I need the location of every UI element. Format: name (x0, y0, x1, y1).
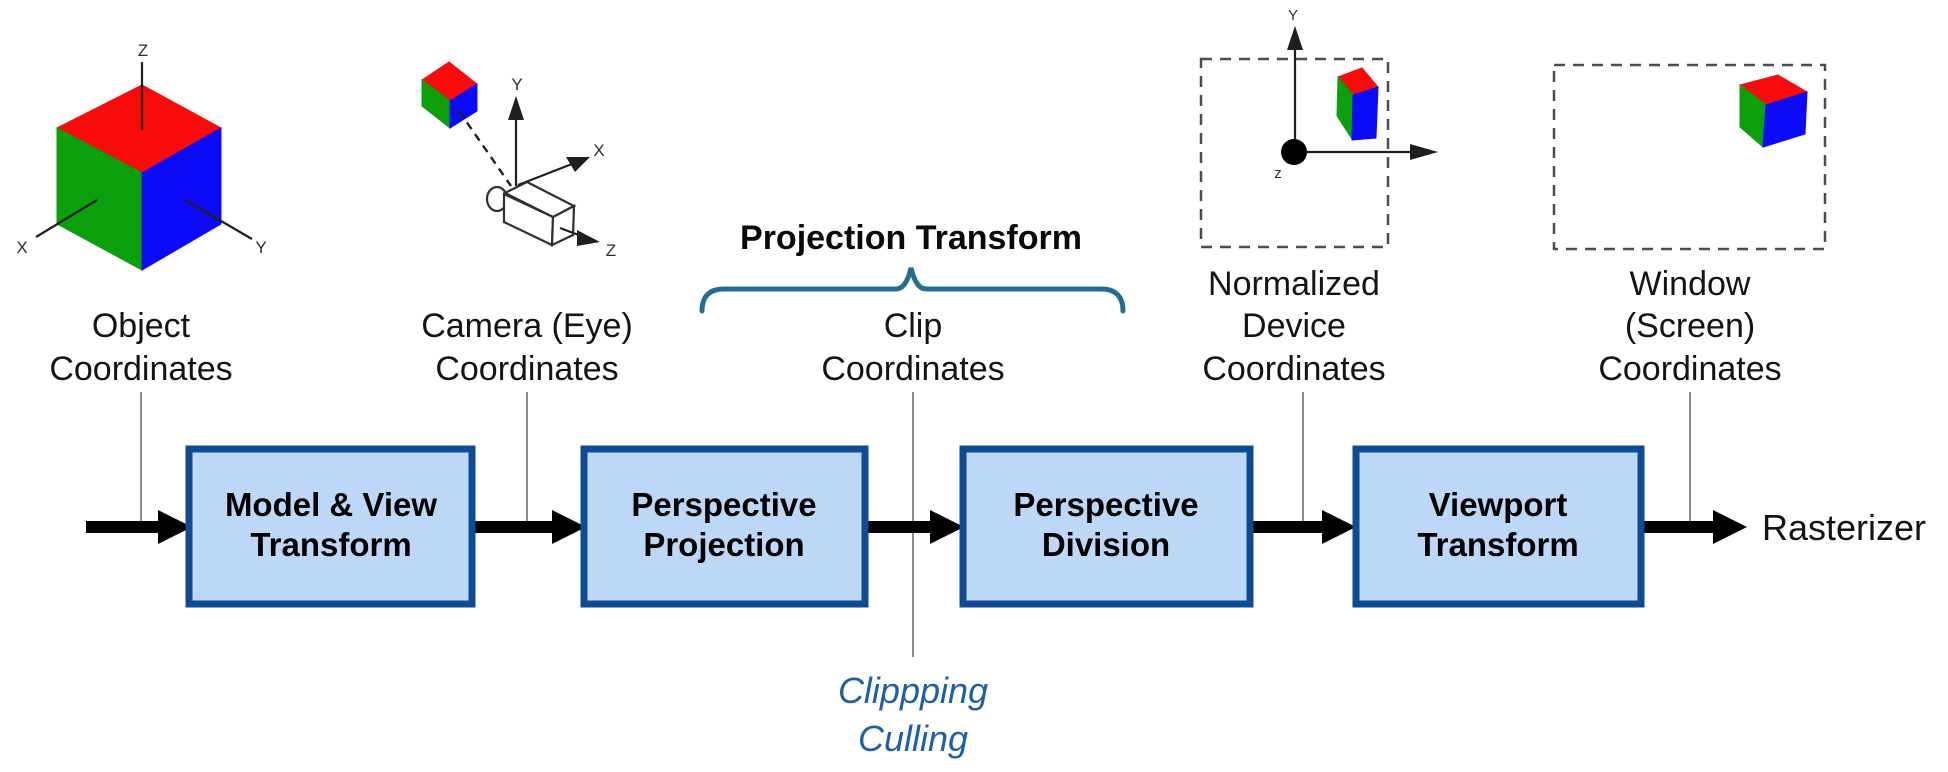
clipping-annotation-line1: Clippping (838, 670, 988, 711)
camera-figure: Y X Z (421, 61, 616, 260)
ndc-y-arrowhead (1287, 26, 1303, 50)
coordinate-labels: Object Coordinates Camera (Eye) Coordina… (49, 265, 1781, 388)
perspective-projection-label-line2: Projection (643, 526, 804, 563)
ndc-figure: Y z (1199, 7, 1438, 249)
model-view-transform-box (185, 445, 476, 608)
model-view-transform-label-line1: Model & View (225, 486, 437, 523)
perspective-division-label-line2: Division (1042, 526, 1170, 563)
perspective-division-label-line1: Perspective (1013, 486, 1198, 523)
window-cube-front-face (1762, 91, 1808, 148)
window-coords-label-line2: (Screen) (1625, 307, 1755, 345)
connector-lines (140, 392, 1691, 657)
object-cube-right-face (141, 127, 222, 271)
ndc-cube-front-face (1351, 86, 1379, 141)
ndc-x-arrowhead (1410, 144, 1438, 160)
ndc-coords-label-line3: Coordinates (1202, 350, 1385, 388)
object-cube-figure: Z X Y (16, 41, 267, 271)
window-dashed-box (1552, 63, 1827, 251)
arrow-in-head (158, 510, 192, 544)
camera-cube-right-face (449, 83, 478, 129)
object-z-axis-label: Z (138, 41, 148, 60)
arrow-2-head (930, 510, 964, 544)
ndc-coords-label-line1: Normalized (1208, 265, 1380, 303)
camera-x-arrowhead (566, 157, 590, 172)
projection-transform-group: Projection Transform (699, 219, 1126, 314)
perspective-projection-label-line1: Perspective (631, 486, 816, 523)
ndc-dashed-box (1199, 57, 1390, 249)
camera-coords-label-line1: Camera (Eye) (421, 307, 633, 345)
projection-transform-title: Projection Transform (740, 219, 1082, 257)
camera-z-axis-label: Z (606, 241, 616, 260)
arrow-out-head (1713, 510, 1747, 544)
arrow-3-head (1322, 510, 1356, 544)
pipeline-boxes: Model & View Transform Perspective Proje… (185, 445, 1926, 608)
camera-z-arrowhead (577, 230, 600, 246)
object-x-axis-label: X (16, 238, 27, 257)
object-y-axis (184, 199, 253, 240)
clip-coords-label-line2: Coordinates (821, 350, 1004, 388)
arrow-1-head (552, 510, 586, 544)
rasterizer-label: Rasterizer (1762, 507, 1926, 548)
object-coords-label-line1: Object (92, 307, 191, 345)
window-coords-label-line1: Window (1630, 265, 1751, 303)
camera-y-arrowhead (508, 96, 524, 120)
object-x-axis (35, 199, 98, 238)
ndc-coords-label-line2: Device (1242, 307, 1346, 345)
camera-x-axis-label: X (593, 141, 604, 160)
ndc-z-axis-label: z (1274, 165, 1282, 182)
camera-body-side (550, 204, 576, 247)
clipping-annotation: Clippping Culling (838, 670, 988, 759)
ndc-origin-dot (1281, 139, 1307, 165)
perspective-division-box (959, 445, 1254, 608)
viewport-transform-label-line2: Transform (1417, 526, 1578, 563)
camera-view-dashed-line (458, 110, 512, 187)
pipeline-arrows (86, 510, 1747, 544)
window-coords-label-line3: Coordinates (1598, 350, 1781, 388)
clip-coords-label-line1: Clip (884, 307, 943, 345)
camera-coords-label-line2: Coordinates (435, 350, 618, 388)
viewport-transform-box (1352, 445, 1645, 608)
object-coords-label-line2: Coordinates (49, 350, 232, 388)
clipping-annotation-line2: Culling (858, 718, 968, 759)
object-y-axis-label: Y (255, 238, 266, 257)
camera-y-axis-label: Y (511, 75, 522, 94)
perspective-projection-box (580, 445, 869, 608)
window-figure (1552, 63, 1827, 251)
projection-transform-brace (699, 267, 1126, 314)
model-view-transform-label-line2: Transform (250, 526, 411, 563)
viewport-transform-label-line1: Viewport (1429, 486, 1568, 523)
ndc-y-axis-label: Y (1288, 7, 1298, 24)
